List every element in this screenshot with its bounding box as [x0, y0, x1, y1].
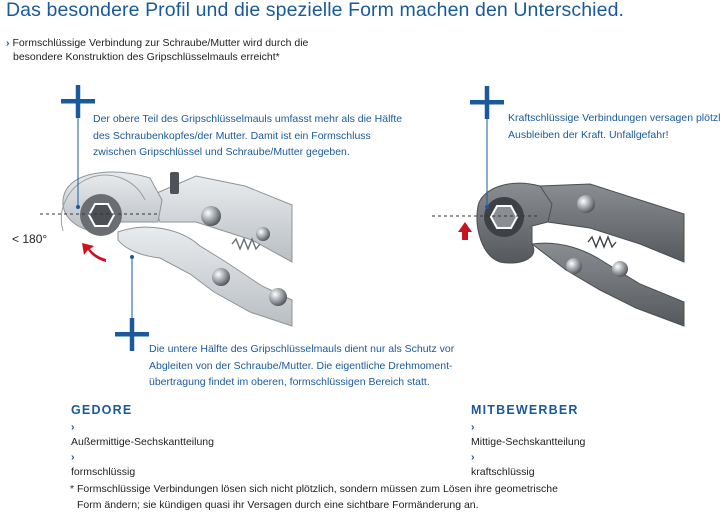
red-rotation-arrow-icon [82, 243, 106, 262]
chevron-right-icon: › [71, 451, 75, 463]
callout-bottom: Die untere Hälfte des Gripschlüsselmauls… [149, 343, 455, 388]
list-item: ›Mittige-Sechskantteilung [471, 421, 586, 448]
chevron-right-icon: › [471, 421, 475, 433]
gedore-pliers [40, 171, 293, 327]
plus-icon-bottom [115, 318, 149, 351]
gedore-heading: GEDORE [71, 403, 133, 417]
list-item: ›formschlüssig [71, 450, 214, 480]
chevron-right-icon: › [6, 37, 10, 49]
list-item: ›Außermittige-Sechskantteilung [71, 421, 214, 448]
plus-icon-top [61, 85, 95, 118]
competitor-features: ›Mittige-Sechskantteilung ›kraftschlüssi… [471, 420, 585, 480]
angle-label: < 180° [12, 232, 48, 246]
chevron-right-icon: › [471, 451, 475, 463]
chevron-right-icon: › [71, 421, 75, 433]
plus-icon-right [470, 86, 504, 119]
intro-line-2: besondere Konstruktion des Gripschlüssel… [13, 51, 280, 63]
competitor-heading: MITBEWERBER [471, 403, 579, 417]
callout-top: Der obere Teil des Gripschlüsselmauls um… [93, 113, 403, 158]
page-title: Das besondere Profil und die spezielle F… [6, 0, 625, 21]
callout-right: Kraftschlüssige Verbindungen versagen pl… [508, 112, 720, 141]
hex-nut-icon [87, 203, 116, 227]
gedore-features: ›Außermittige-Sechskantteilung ›formschl… [71, 420, 214, 480]
intro-line-1: ›Formschlüssige Verbindung zur Schraube/… [6, 37, 309, 49]
footnote: * Formschlüssige Verbindungen lösen sich… [70, 483, 558, 511]
intro-text: ›Formschlüssige Verbindung zur Schraube/… [6, 36, 308, 64]
list-item: ›kraftschlüssig [471, 450, 585, 480]
competitor-pliers [432, 182, 685, 327]
